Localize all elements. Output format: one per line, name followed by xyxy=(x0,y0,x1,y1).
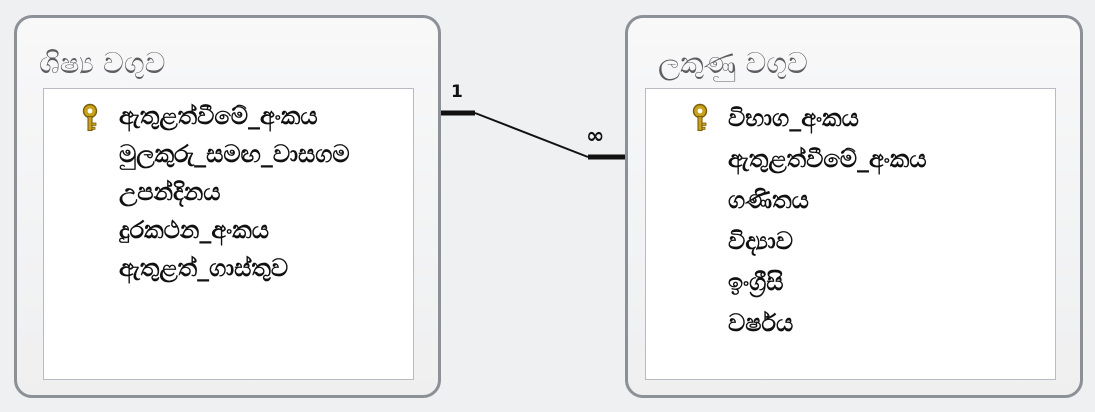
field-label: විභාග_අංකය xyxy=(728,103,859,132)
marks-table[interactable]: ලකුණු වගුව විභාග_අංකය ඇතුළත්වීමේ_අංකය ගණ… xyxy=(625,15,1083,398)
field-label: ගණිතය xyxy=(728,185,809,214)
field-row[interactable]: ඇතුළත්_ගාස්තුව xyxy=(44,249,413,287)
field-row[interactable]: ඇතුළත්වීමේ_අංකය xyxy=(646,138,1055,179)
one-cardinality-label: 1 xyxy=(451,82,463,102)
field-row[interactable]: වර්ෂය xyxy=(646,302,1055,343)
field-row[interactable]: මුලකුරු_සමඟ_වාසගම xyxy=(44,135,413,173)
field-row[interactable]: ඇතුළත්වීමේ_අංකය xyxy=(44,97,413,135)
field-label: විද්‍යාව xyxy=(728,226,793,255)
field-label: උපන්දිනය xyxy=(119,178,221,206)
student-table-title: ශිෂ්‍ය වගුව xyxy=(39,46,166,80)
field-label: වර්ෂය xyxy=(728,308,794,337)
field-row[interactable]: ඉංග්‍රීසි xyxy=(646,261,1055,302)
field-row[interactable]: ගණිතය xyxy=(646,179,1055,220)
relationship-line xyxy=(474,112,589,158)
field-label: ඇතුළත්වීමේ_අංකය xyxy=(119,102,318,130)
field-label: ඉංග්‍රීසි xyxy=(728,267,784,296)
field-label: ඇතුළත්වීමේ_අංකය xyxy=(728,144,927,173)
field-row[interactable]: උපන්දිනය xyxy=(44,173,413,211)
primary-key-icon xyxy=(692,103,708,132)
field-row[interactable]: දුරකථන_අංකය xyxy=(44,211,413,249)
field-label: දුරකථන_අංකය xyxy=(119,216,269,244)
primary-key-icon xyxy=(82,103,98,132)
field-label: මුලකුරු_සමඟ_වාසගම xyxy=(119,140,350,168)
many-cardinality-label: ∞ xyxy=(586,124,604,149)
field-row[interactable]: විභාග_අංකය xyxy=(646,97,1055,138)
field-row[interactable]: විද්‍යාව xyxy=(646,220,1055,261)
field-label: ඇතුළත්_ගාස්තුව xyxy=(119,254,289,282)
student-field-list[interactable]: ඇතුළත්වීමේ_අංකය මුලකුරු_සමඟ_වාසගම උපන්දි… xyxy=(43,88,414,380)
marks-table-title: ලකුණු වගුව xyxy=(658,46,808,80)
student-table[interactable]: ශිෂ්‍ය වගුව ඇතුළත්වීමේ_අංකය මුලකුරු_සමඟ_… xyxy=(14,15,441,398)
marks-field-list[interactable]: විභාග_අංකය ඇතුළත්වීමේ_අංකය ගණිතය විද්‍යා… xyxy=(645,88,1056,380)
